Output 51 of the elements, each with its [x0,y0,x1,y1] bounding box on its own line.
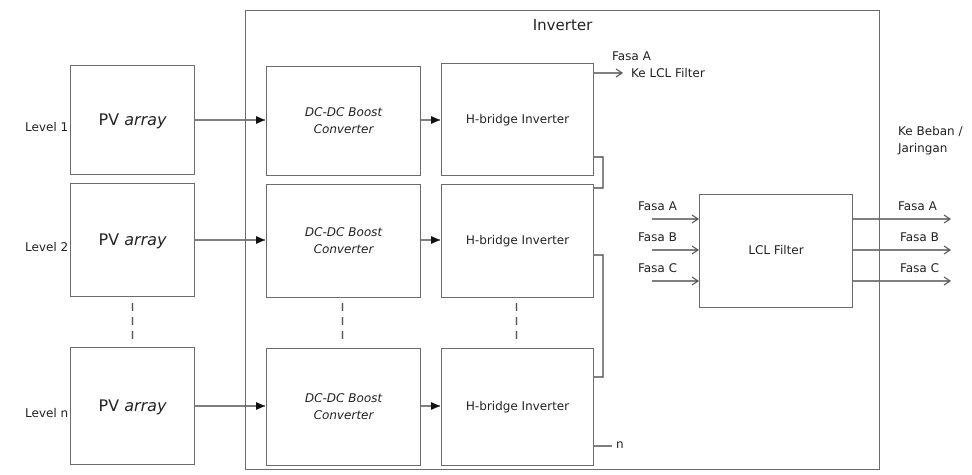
output-label: Ke LCL Filter [630,65,706,82]
block-label: PV array [98,229,168,252]
block-label: PV array [98,395,168,418]
connector-arrow [652,276,699,286]
edge-label: Fasa C [638,261,677,275]
level-label: Level 1 [25,120,68,134]
edge-label: Fasa C [900,261,939,275]
frame-title: Inverter [532,15,592,36]
edge-label: Fasa B [900,230,939,244]
connector-arrow [420,116,440,124]
connector-arrow [852,276,951,286]
connector-arrow [195,402,265,410]
connector-arrow [195,116,265,124]
level-label: Level n [25,406,68,420]
dashed-connector [516,303,518,341]
edge-label: Fasa A [638,199,677,213]
block-label: H-bridge Inverter [464,398,570,416]
block-box [699,194,853,308]
block-label: LCL Filter [747,242,805,260]
level-label: Level 2 [25,240,68,254]
connector-arrow [652,214,699,224]
block-box [70,65,195,175]
edge-label: Fasa B [638,230,677,244]
edge-label: Fasa A [612,49,651,63]
block-box [70,347,195,465]
dashed-connector [342,303,344,341]
block-label: H-bridge Inverter [464,110,570,128]
block-label: DC-DC Boost Converter [304,104,384,138]
connector-arrow [593,68,623,78]
inverter-frame [245,10,880,470]
connector-arrow [852,214,951,224]
block-box [266,184,421,298]
block-box [441,348,594,466]
connector-arrow [420,402,440,410]
block-box [441,63,594,176]
block-label: DC-DC Boost Converter [304,390,384,424]
dashed-connector [132,303,134,341]
block-label: H-bridge Inverter [464,232,570,250]
connector-arrow [652,245,699,255]
block-label: DC-DC Boost Converter [304,224,384,258]
block-label: PV array [98,109,168,132]
connector-arrow [852,245,951,255]
block-box [266,348,421,466]
block-box [441,184,594,298]
edge-label: Fasa A [898,199,937,213]
edge-label: n [616,437,624,451]
block-box [70,183,195,297]
connector-arrow [195,236,265,244]
connector-arrow [420,236,440,244]
block-box [266,66,421,176]
output-note: Ke Beban / Jaringan [898,123,964,158]
